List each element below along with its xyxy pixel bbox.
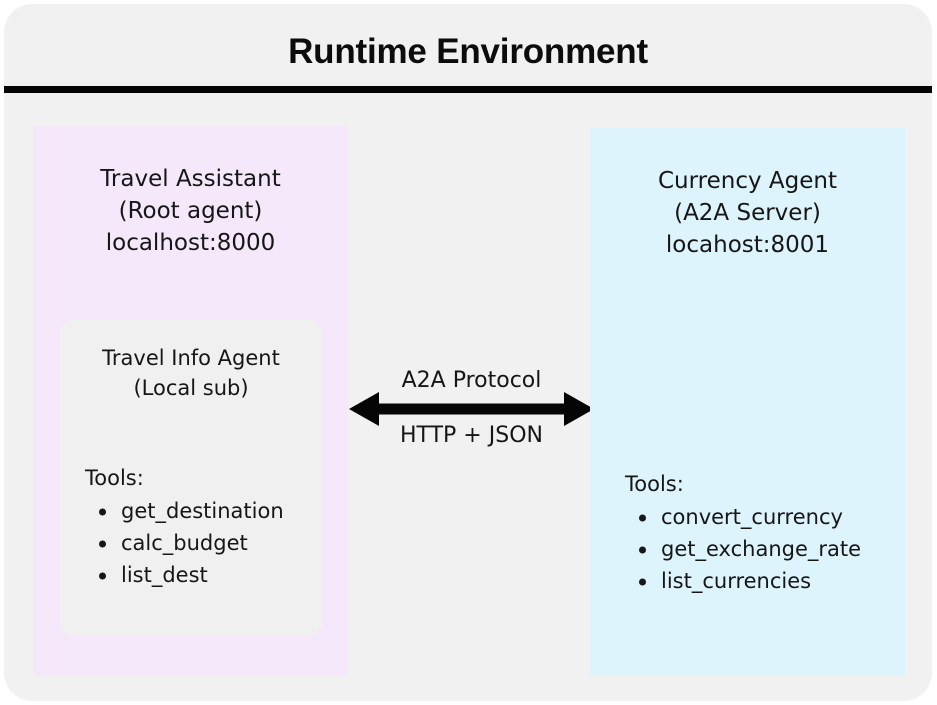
tool-name: list_dest xyxy=(121,563,208,588)
bullet-icon xyxy=(639,578,646,586)
list-item: get_destination xyxy=(85,496,315,528)
tool-name: calc_budget xyxy=(121,531,248,556)
tools-list: get_destination calc_budget list_dest xyxy=(85,496,315,592)
bullet-icon xyxy=(99,572,106,580)
protocol-connector: A2A Protocol HTTP + JSON xyxy=(349,359,594,454)
tools-label: Tools: xyxy=(85,466,144,490)
bullet-icon xyxy=(99,540,106,548)
travel-info-agent-tools: Tools: get_destination calc_budget li xyxy=(85,465,315,592)
protocol-label-bottom: HTTP + JSON xyxy=(400,423,543,448)
protocol-label-top: A2A Protocol xyxy=(401,368,542,393)
currency-agent-heading: Currency Agent (A2A Server) locahost:800… xyxy=(657,168,837,258)
list-item: convert_currency xyxy=(625,502,895,534)
box-travel-info-agent: Travel Info Agent (Local sub) Tools: get… xyxy=(60,319,322,636)
double-headed-arrow-icon xyxy=(349,392,594,426)
list-item: calc_budget xyxy=(85,528,315,560)
runtime-environment-container: Runtime Environment Travel Assistant (Ro… xyxy=(4,4,932,701)
bullet-icon xyxy=(639,514,646,522)
list-item: list_currencies xyxy=(625,566,895,598)
tools-label: Tools: xyxy=(625,472,684,496)
panel-currency-agent: Currency Agent (A2A Server) locahost:800… xyxy=(590,128,905,676)
page-title: Runtime Environment xyxy=(288,32,648,71)
list-item: get_exchange_rate xyxy=(625,534,895,566)
list-item: list_dest xyxy=(85,560,315,592)
tool-name: convert_currency xyxy=(661,505,843,530)
tool-name: get_destination xyxy=(121,499,284,524)
tool-name: get_exchange_rate xyxy=(661,537,862,562)
title-divider xyxy=(4,86,932,93)
travel-info-agent-heading: Travel Info Agent (Local sub) xyxy=(102,346,280,400)
bullet-icon xyxy=(639,546,646,554)
travel-assistant-heading: Travel Assistant (Root agent) localhost:… xyxy=(100,166,281,256)
tool-name: list_currencies xyxy=(661,569,812,594)
currency-agent-tools: Tools: convert_currency get_exchange_rat… xyxy=(625,471,895,598)
bullet-icon xyxy=(99,508,106,516)
panel-travel-assistant: Travel Assistant (Root agent) localhost:… xyxy=(33,126,348,676)
tools-list: convert_currency get_exchange_rate list_… xyxy=(625,502,895,598)
